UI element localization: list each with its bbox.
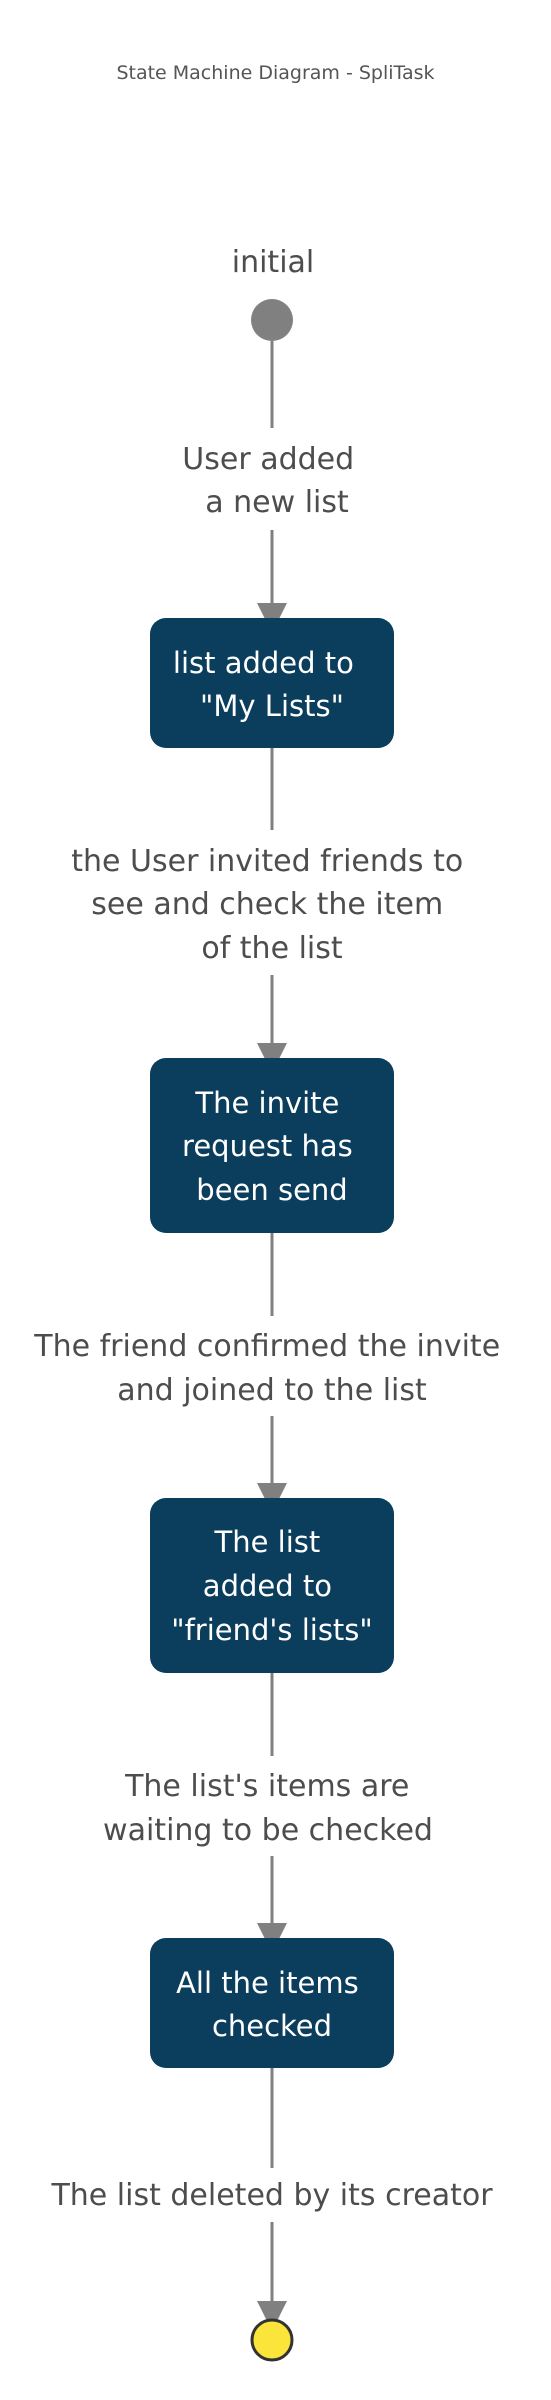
transition-line: a new list <box>205 485 349 520</box>
state-line: The list <box>214 1525 321 1559</box>
state-box <box>150 1058 394 1233</box>
state-node: list added to "My Lists" <box>150 618 394 748</box>
state-line: checked <box>212 2009 332 2043</box>
transition-label: The friend confirmed the invite and join… <box>33 1329 509 1408</box>
initial-label: initial <box>232 245 315 280</box>
transition-line: User added <box>182 442 354 477</box>
transition-label: The list's items are waiting to be check… <box>103 1769 433 1848</box>
transition-line: the User invited friends to <box>71 844 463 879</box>
state-line: added to <box>203 1569 332 1603</box>
transition-label: User added a new list <box>182 442 363 520</box>
state-label: The list added to "friend's lists" <box>171 1525 373 1647</box>
transition-line: see and check the item <box>91 887 443 922</box>
state-label: All the items checked <box>176 1966 368 2043</box>
transition-line: and joined to the list <box>117 1373 427 1408</box>
transition-line: The friend confirmed the invite <box>33 1329 500 1364</box>
state-line: list added to <box>173 646 354 680</box>
state-line: "friend's lists" <box>171 1613 373 1647</box>
state-label: list added to "My Lists" <box>173 646 363 723</box>
final-node <box>250 2318 294 2362</box>
state-box <box>150 1498 394 1673</box>
transition-line: waiting to be checked <box>103 1813 433 1848</box>
state-box <box>150 618 394 748</box>
transition-line: The list's items are <box>124 1769 409 1804</box>
transition-line: of the list <box>201 931 343 966</box>
state-node: The invite request has been send <box>150 1058 394 1233</box>
transition-line: The list deleted by its creator <box>50 2178 493 2213</box>
state-label: The invite request has been send <box>182 1086 362 1207</box>
state-box <box>150 1938 394 2068</box>
transition-label: The list deleted by its creator <box>50 2178 493 2213</box>
diagram-title: State Machine Diagram - SpliTask <box>116 62 435 84</box>
state-line: The invite <box>194 1086 339 1120</box>
state-node: All the items checked <box>150 1938 394 2068</box>
initial-node <box>251 299 293 341</box>
state-line: All the items <box>176 1966 359 2000</box>
state-line: request has <box>182 1129 353 1163</box>
state-node: The list added to "friend's lists" <box>150 1498 394 1673</box>
state-line: "My Lists" <box>200 689 344 723</box>
transition-label: the User invited friends to see and chec… <box>71 844 473 966</box>
state-line: been send <box>196 1173 347 1207</box>
